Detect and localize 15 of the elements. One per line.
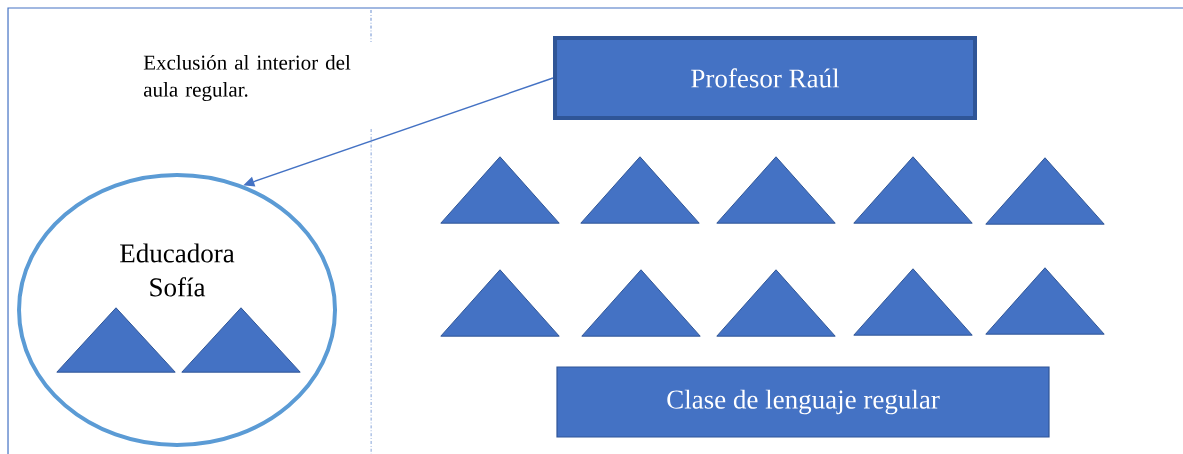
triangle-shape [581, 269, 701, 337]
label-box: Clase de lenguaje regular [556, 366, 1050, 438]
note-text: Exclusión al interior del aula regular. [143, 54, 351, 102]
triangle-shape [853, 156, 973, 224]
triangle-shape [985, 267, 1105, 335]
triangle-shape [440, 156, 560, 224]
label-box: Profesor Raúl [553, 36, 977, 120]
triangle-shape [181, 307, 301, 373]
triangle-shape [440, 269, 560, 337]
triangle-shape [985, 157, 1105, 225]
triangle-shape [853, 268, 973, 336]
triangle-shape [580, 156, 700, 224]
triangle-shape [716, 269, 836, 337]
triangle-shape [56, 307, 176, 373]
triangle-shape [716, 156, 836, 224]
